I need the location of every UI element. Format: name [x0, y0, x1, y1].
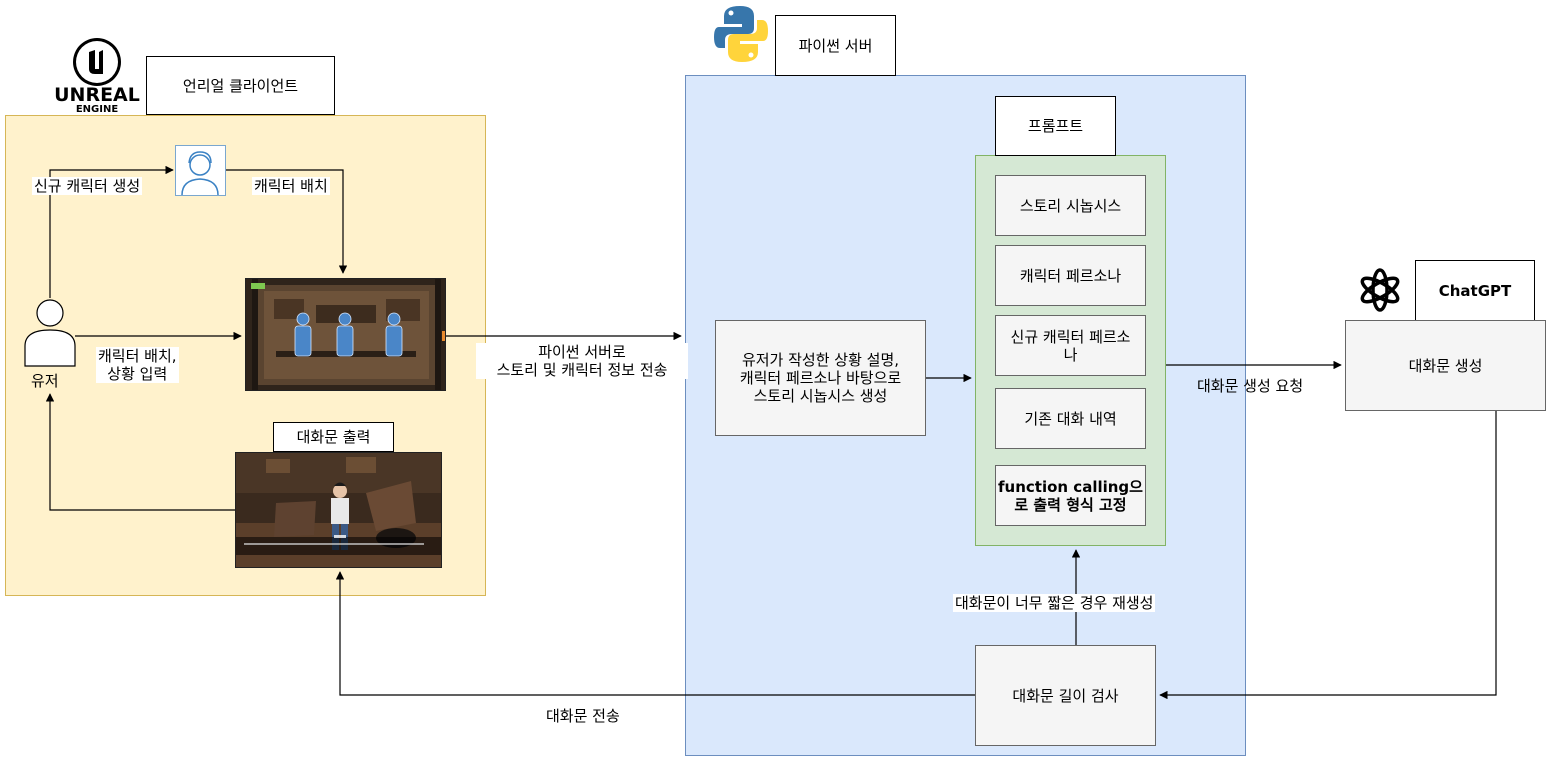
new-character-avatar — [175, 145, 226, 196]
length-check-box: 대화문 길이 검사 — [975, 645, 1156, 746]
prompt-item-new-character-persona: 신규 캐릭터 페르소 나 — [995, 315, 1146, 376]
unreal-logo-subtext: ENGINE — [75, 104, 119, 115]
place-character-label: 캐릭터 배치 — [252, 177, 330, 195]
dialogue-scene-image — [236, 453, 441, 567]
synopsis-generation-box: 유저가 작성한 상황 설명, 캐릭터 페르소나 바탕으로 스토리 시놉시스 생성 — [715, 320, 926, 436]
openai-logo-icon — [1360, 268, 1400, 312]
unreal-engine-logo: UNREAL ENGINE — [45, 36, 145, 116]
unreal-client-title: 언리얼 클라이언트 — [146, 56, 335, 115]
prompt-title: 프롬프트 — [995, 96, 1116, 156]
send-to-python-label: 파이썬 서버로 스토리 및 캐릭터 정보 전송 — [476, 343, 688, 379]
user-label: 유저 — [31, 372, 59, 390]
user-input-label: 캐릭터 배치, 상황 입력 — [96, 347, 179, 383]
send-dialogue-label: 대화문 전송 — [546, 707, 620, 725]
character-avatar-icon — [181, 151, 219, 196]
game-scene-image — [246, 279, 445, 390]
new-character-label: 신규 캐릭터 생성 — [32, 177, 143, 195]
dialogue-output-screenshot — [235, 452, 442, 568]
game-placement-screenshot — [245, 278, 446, 391]
dialogue-generation-box: 대화문 생성 — [1345, 320, 1546, 411]
user-actor — [24, 298, 78, 370]
unreal-logo-icon — [73, 38, 121, 86]
prompt-item-function-calling: function calling으 로 출력 형식 고정 — [995, 465, 1146, 526]
prompt-item-story-synopsis: 스토리 시놉시스 — [995, 175, 1146, 236]
python-logo — [712, 4, 770, 64]
unreal-logo-text: UNREAL — [54, 84, 140, 106]
dialogue-output-title: 대화문 출력 — [273, 422, 394, 452]
chatgpt-logo — [1354, 264, 1406, 316]
regenerate-label: 대화문이 너무 짧은 경우 재생성 — [953, 594, 1156, 612]
dialogue-request-label: 대화문 생성 요청 — [1197, 377, 1304, 395]
prompt-item-character-persona: 캐릭터 페르소나 — [995, 245, 1146, 306]
python-logo-icon — [714, 6, 768, 62]
user-icon — [24, 299, 76, 367]
prompt-item-dialogue-history: 기존 대화 내역 — [995, 388, 1146, 449]
chatgpt-title: ChatGPT — [1415, 260, 1535, 321]
python-server-title: 파이썬 서버 — [775, 15, 896, 76]
